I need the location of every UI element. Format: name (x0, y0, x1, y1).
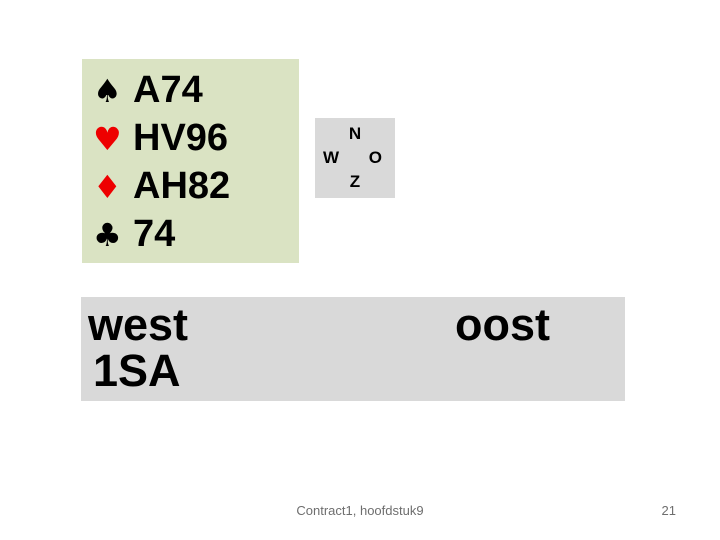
spade-icon: ♠ (93, 72, 122, 110)
compass-row-west-east: W O (315, 147, 395, 168)
west-label: west (88, 299, 189, 350)
compass-row-south: Z (315, 171, 395, 192)
compass-east-label: O (368, 148, 382, 167)
diamond-cards: AH82 (133, 165, 231, 207)
compass-north-label: N (348, 124, 362, 143)
compass-west-label: W (323, 148, 340, 167)
spade-cards: A74 (133, 69, 203, 111)
west-bid-1sa: 1SA (93, 345, 181, 396)
page-number: 21 (661, 503, 676, 518)
hand-row-hearts: ♥ HV96 (93, 114, 299, 162)
diamond-icon: ♦ (93, 168, 122, 206)
club-icon: ♣ (93, 216, 122, 254)
footer-text: Contract1, hoofdstuk9 (296, 503, 424, 518)
heart-icon: ♥ (93, 120, 122, 158)
heart-cards: HV96 (133, 117, 229, 159)
hand-row-diamonds: ♦ AH82 (93, 162, 299, 210)
compass-south-label: Z (349, 172, 361, 191)
hand-row-spades: ♠ A74 (93, 66, 299, 114)
compass-row-north: N (315, 123, 395, 144)
compass-box: N W O Z (315, 118, 395, 198)
hand-row-clubs: ♣ 74 (93, 210, 299, 258)
club-cards: 74 (133, 213, 176, 255)
oost-label: oost (455, 299, 550, 350)
bidding-bar: west oost 1SA (81, 297, 625, 401)
west-hand-box: ♠ A74 ♥ HV96 ♦ AH82 ♣ 74 (82, 59, 299, 263)
